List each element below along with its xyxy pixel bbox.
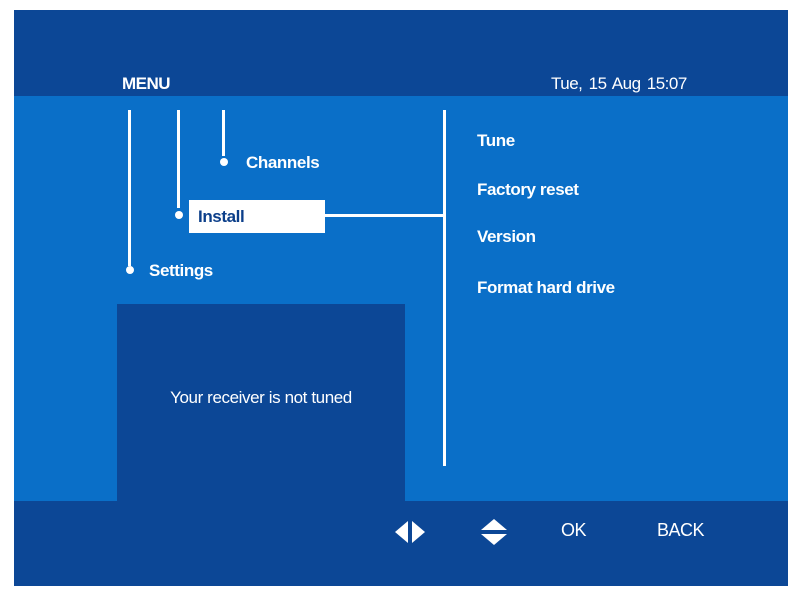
date-time: Tue, 15 Aug 15:07 bbox=[551, 74, 687, 93]
settings-dot bbox=[126, 266, 134, 274]
option-tune[interactable]: Tune bbox=[477, 131, 515, 150]
tree-line-install bbox=[177, 110, 180, 208]
info-panel: Your receiver is not tuned bbox=[117, 304, 405, 501]
header-bar: MENU Tue, 15 Aug 15:07 bbox=[14, 10, 788, 96]
footer-bar: OK BACK bbox=[14, 501, 788, 586]
left-right-arrows-icon bbox=[395, 521, 425, 543]
ok-hint[interactable]: OK bbox=[561, 520, 587, 540]
tree-line-channels bbox=[222, 110, 225, 156]
tree-item-install-label: Install bbox=[198, 207, 245, 226]
menu-title: MENU bbox=[122, 74, 171, 93]
tv-screen: MENU Tue, 15 Aug 15:07 Channels Install … bbox=[14, 10, 788, 586]
tree-item-channels[interactable]: Channels bbox=[246, 153, 320, 172]
tree-line-settings bbox=[128, 110, 131, 266]
main-panel: Channels Install Settings Tune Factory r… bbox=[14, 96, 788, 501]
option-factory-reset[interactable]: Factory reset bbox=[477, 180, 579, 199]
up-down-arrows-icon bbox=[481, 519, 507, 545]
info-message: Your receiver is not tuned bbox=[170, 388, 352, 407]
back-hint[interactable]: BACK bbox=[657, 520, 705, 540]
option-format-hard-drive[interactable]: Format hard drive bbox=[477, 278, 615, 297]
selection-connector bbox=[325, 214, 445, 217]
install-dot bbox=[175, 211, 183, 219]
tree-item-settings[interactable]: Settings bbox=[149, 261, 213, 280]
channels-dot bbox=[220, 158, 228, 166]
submenu-divider bbox=[443, 110, 446, 466]
tree-item-install-selected[interactable]: Install bbox=[189, 200, 325, 233]
option-version[interactable]: Version bbox=[477, 227, 536, 246]
